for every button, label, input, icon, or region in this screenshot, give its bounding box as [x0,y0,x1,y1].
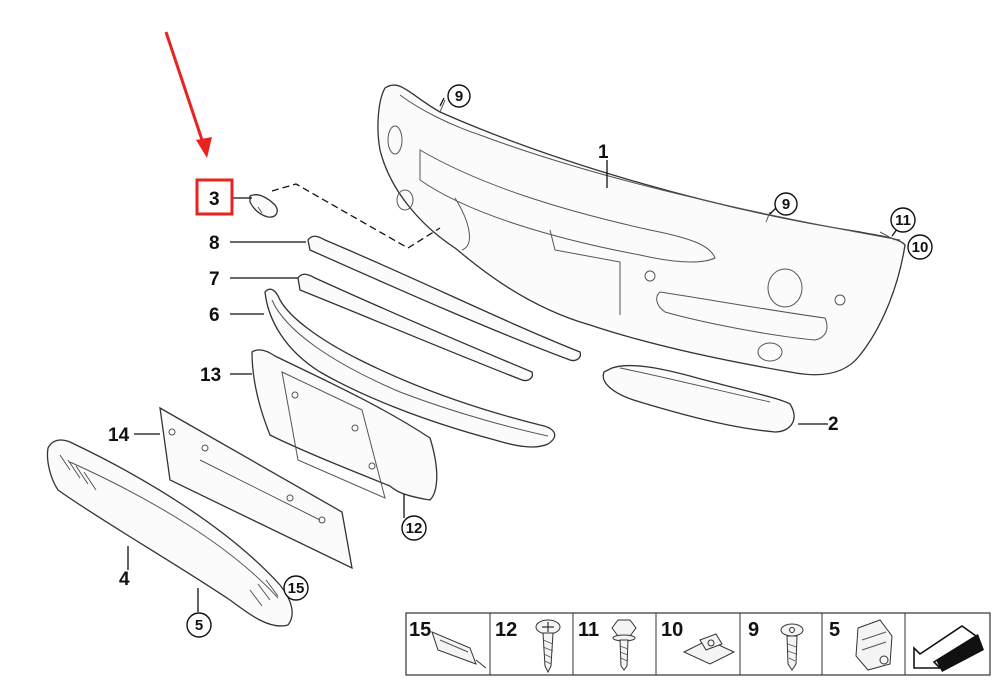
phillips-screw-icon [535,619,561,674]
circled-callout-9-top: 9 [447,84,471,108]
license-plate-bracket [251,349,438,501]
assembly-arrow-icon [913,625,984,672]
circled-callout-11: 11 [890,207,916,233]
callout-3: 3 [209,189,220,210]
expanding-rivet-icon [780,623,804,671]
callout-6: 6 [209,305,220,326]
part-3-cap[interactable] [249,194,278,218]
legend-number-9: 9 [748,619,759,641]
circled-callout-5: 5 [186,612,212,638]
callout-14: 14 [108,425,130,446]
svg-text:15: 15 [288,580,305,597]
clip-bracket-icon [431,631,487,669]
spring-clip-icon [855,619,893,671]
bracket-plate [159,406,353,570]
legend-number-10: 10 [661,619,683,641]
hex-bolt-icon [611,619,637,671]
trim-strip-right [602,364,795,433]
lower-grille [46,439,293,627]
callout-2: 2 [828,414,839,435]
bumper-cover [377,84,906,376]
strip-8 [307,235,582,362]
callout-4: 4 [119,569,130,590]
strip-7 [297,273,534,382]
legend-number-15: 15 [409,619,431,641]
svg-text:9: 9 [782,196,790,213]
highlight-box [195,178,234,216]
svg-text:9: 9 [455,88,463,105]
fastener-legend: 15 12 11 10 9 [405,612,991,676]
part-3-dashed-line [271,183,441,249]
circled-callout-9-right: 9 [774,192,798,216]
svg-text:12: 12 [406,520,423,537]
circled-callout-10: 10 [907,234,933,260]
legend-number-5: 5 [829,619,840,641]
callout-1: 1 [598,142,609,163]
legend-number-12: 12 [495,619,517,641]
callout-7: 7 [209,269,220,290]
circled-callout-15: 15 [283,575,309,601]
leader-lines [127,97,899,612]
svg-text:10: 10 [912,239,929,256]
svg-text:11: 11 [895,212,911,229]
circled-callout-12: 12 [401,515,427,541]
callout-8: 8 [209,233,220,254]
highlight-arrow [164,31,212,158]
svg-text:5: 5 [195,617,203,634]
callout-13: 13 [200,365,221,386]
legend-number-11: 11 [578,619,599,641]
clip-nut-icon [682,633,736,665]
strip-6 [264,288,556,448]
